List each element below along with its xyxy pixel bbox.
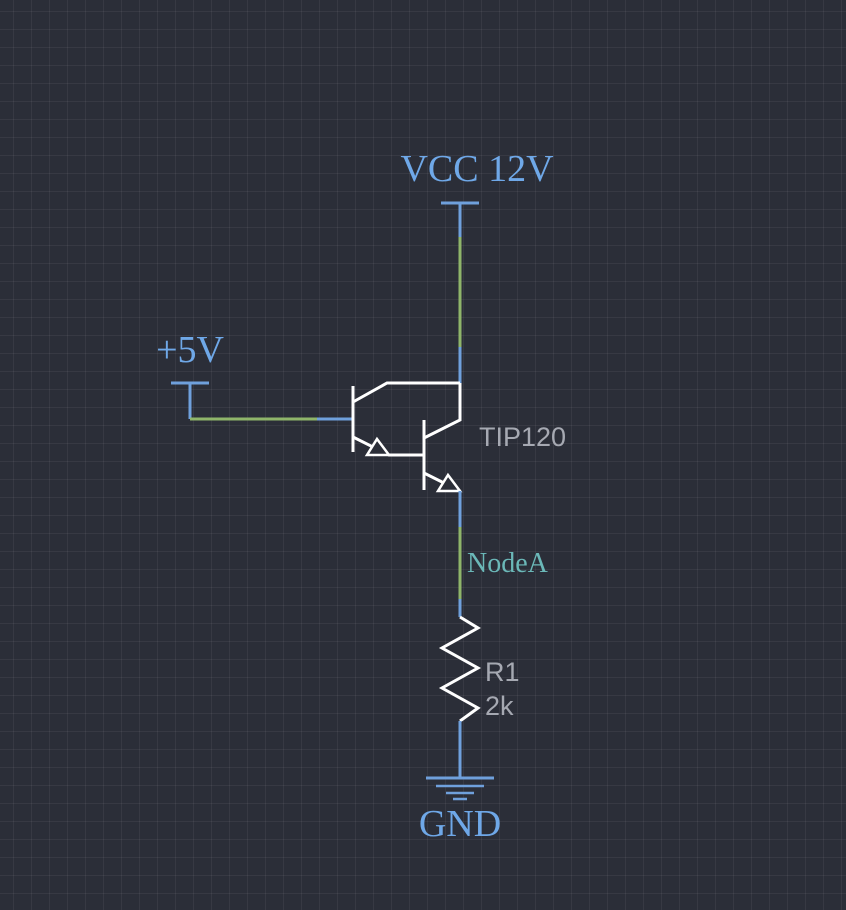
resistor-ref-label: R1 [485, 657, 520, 687]
transistor-label: TIP120 [479, 422, 566, 452]
resistor-icon[interactable] [438, 615, 482, 723]
ground-icon[interactable] [426, 776, 494, 801]
resistor-value-label: 2k [485, 691, 514, 721]
gnd-label: GND [419, 803, 501, 845]
darlington-npn-icon[interactable] [351, 381, 463, 493]
vcc-power-symbol[interactable]: VCC 12V [400, 148, 554, 237]
node-label: NodeA [467, 548, 549, 579]
vin-power-symbol[interactable]: +5V [156, 329, 224, 419]
vin-label: +5V [156, 329, 224, 371]
vcc-label: VCC 12V [400, 148, 554, 190]
